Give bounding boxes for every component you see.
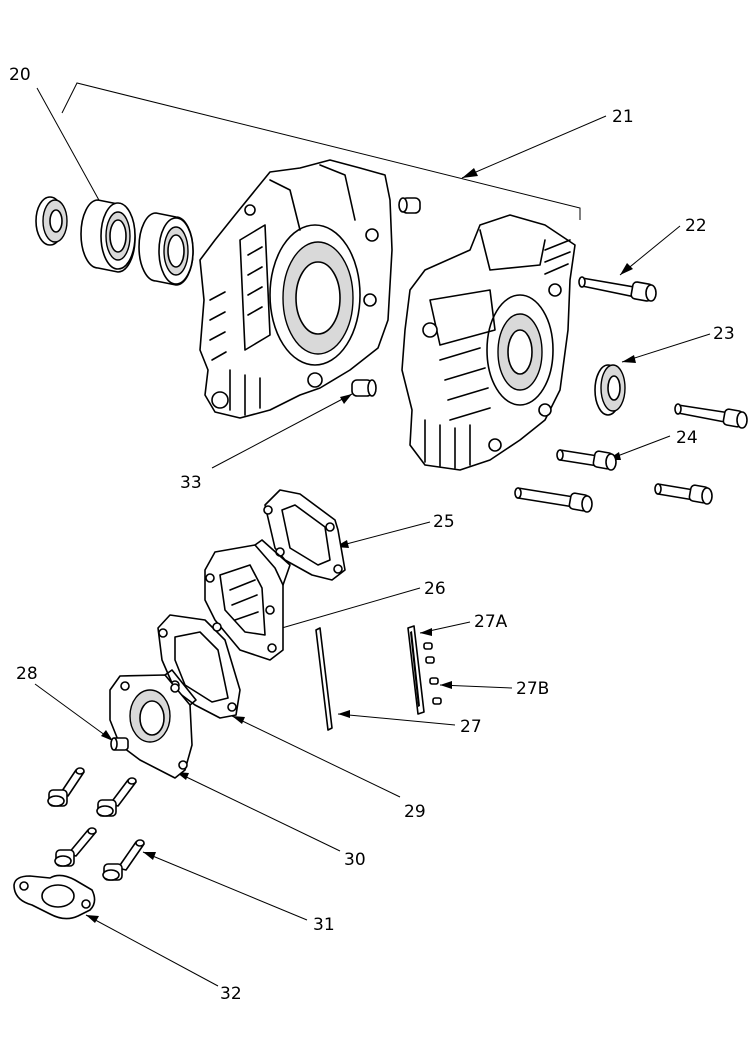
bolt-24b [556, 449, 617, 471]
callout-23: 23 [713, 324, 735, 344]
bolt-24d [654, 483, 713, 505]
callout-30: 30 [344, 850, 366, 870]
bolt-22 [578, 276, 657, 302]
callout-21: 21 [612, 107, 634, 127]
screws-27b [423, 642, 442, 705]
leader-21 [461, 115, 607, 179]
reed-petal-27a [407, 625, 425, 715]
stud-28 [110, 737, 129, 751]
leader-27 [337, 713, 456, 726]
leader-25 [334, 521, 431, 548]
leader-30 [175, 771, 341, 852]
leader-23 [621, 333, 711, 363]
leader-28 [34, 683, 114, 742]
callout-25: 25 [433, 512, 455, 532]
callout-26: 26 [424, 579, 446, 599]
seal-20 [35, 196, 68, 246]
bolt-31b [96, 777, 137, 817]
leader-26 [267, 587, 421, 633]
intake-flange-30 [109, 669, 197, 779]
dowel-33-top [398, 197, 421, 214]
callout-labels: 20 21 22 23 24 25 26 27A 27B 27 28 29 30… [9, 65, 735, 1004]
gasket-32 [13, 874, 96, 920]
dowel-33 [351, 379, 377, 397]
seal-23 [594, 364, 626, 416]
leader-31 [142, 851, 308, 921]
bolt-31c [54, 827, 97, 867]
gasket-25 [263, 489, 346, 581]
callout-20: 20 [9, 65, 31, 85]
callout-27b: 27B [516, 679, 549, 699]
bearing-20 [80, 199, 136, 273]
bolt-31d [102, 839, 145, 881]
leader-32 [85, 914, 219, 987]
bolt-31a [47, 767, 85, 807]
crankcase-left [199, 159, 393, 419]
callout-31: 31 [313, 915, 335, 935]
leader-20 [36, 87, 101, 203]
callout-27: 27 [460, 717, 482, 737]
bolt-24c [514, 487, 593, 513]
leader-33 [211, 393, 353, 469]
bolt-24a [674, 403, 748, 429]
callout-28: 28 [16, 664, 38, 684]
reed-block-26 [204, 539, 291, 661]
leader-29 [231, 715, 401, 798]
reed-petal-27 [315, 627, 333, 731]
crankcase-right [401, 214, 576, 471]
callout-32: 32 [220, 984, 242, 1004]
callout-27a: 27A [474, 612, 508, 632]
callout-29: 29 [404, 802, 426, 822]
bearing-20b [138, 212, 194, 286]
callout-22: 22 [685, 216, 707, 236]
callout-33: 33 [180, 473, 202, 493]
bracket-21 [61, 82, 581, 220]
callout-24: 24 [676, 428, 698, 448]
